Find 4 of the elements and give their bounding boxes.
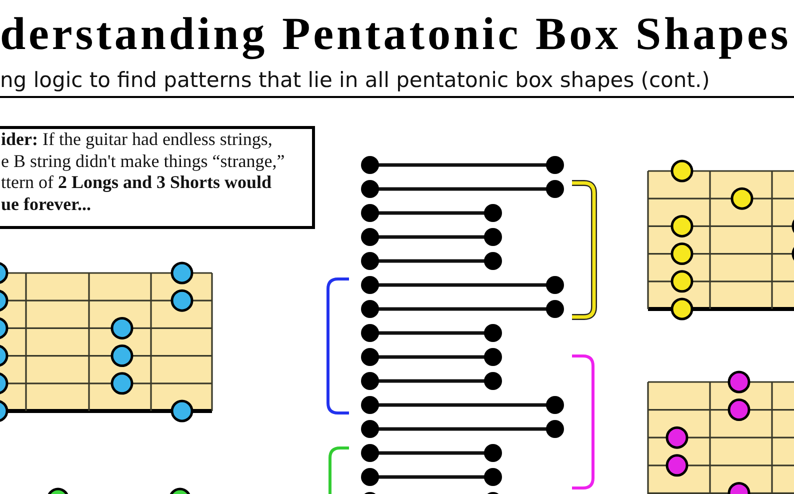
- subtitle: ng logic to find patterns that lie in all pentatonic box shapes (cont.): [0, 67, 710, 93]
- title: derstanding Pentatonic Box Shapes: [0, 7, 792, 62]
- note-text: ider: If the guitar had endless strings, e B string didn't make things “strange,” ttern of 2 Longs and 3 Shorts would ue forever...: [1, 129, 286, 215]
- note-box: [0, 126, 315, 229]
